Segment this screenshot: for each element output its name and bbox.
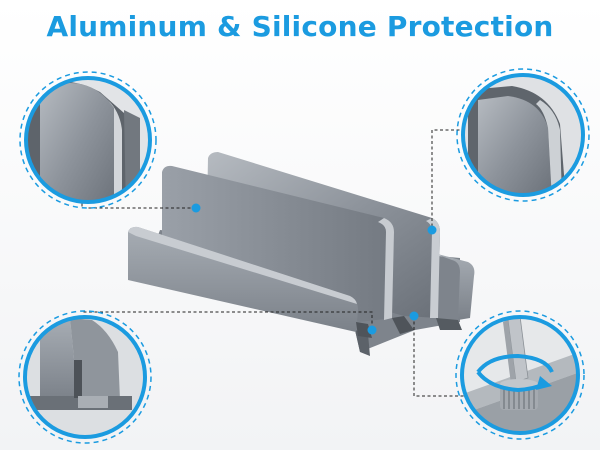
callout-top-right	[456, 68, 590, 202]
knurled-screw-icon	[500, 379, 538, 410]
stand-rear-plate-edge	[426, 218, 440, 318]
callout-bottom-left	[18, 310, 152, 444]
callout-bottom-right	[455, 310, 585, 440]
stand-front-lip-highlight	[128, 226, 357, 304]
dot-bottom-left	[367, 325, 377, 335]
stand-front-plate-edge	[378, 218, 394, 320]
headline: Aluminum & Silicone Protection	[46, 10, 554, 43]
stand-rail-right	[430, 252, 475, 320]
leader-bottom-left	[83, 311, 373, 330]
stand-front-lip	[128, 226, 358, 332]
dot-top-right	[427, 225, 437, 235]
dot-top-left	[191, 203, 201, 213]
laptop-stand	[128, 152, 475, 356]
slot-shadow-right	[392, 316, 414, 334]
slot-shadow-back	[436, 318, 462, 330]
slot-shadow-left	[356, 322, 372, 338]
dot-bottom-right	[409, 311, 419, 321]
callout-top-left	[19, 71, 157, 209]
leader-top-right	[431, 129, 465, 230]
rotate-arrow-icon	[476, 353, 554, 393]
callout-dots	[191, 203, 437, 335]
leader-bottom-right	[413, 316, 488, 397]
callout-leaders	[81, 129, 488, 397]
